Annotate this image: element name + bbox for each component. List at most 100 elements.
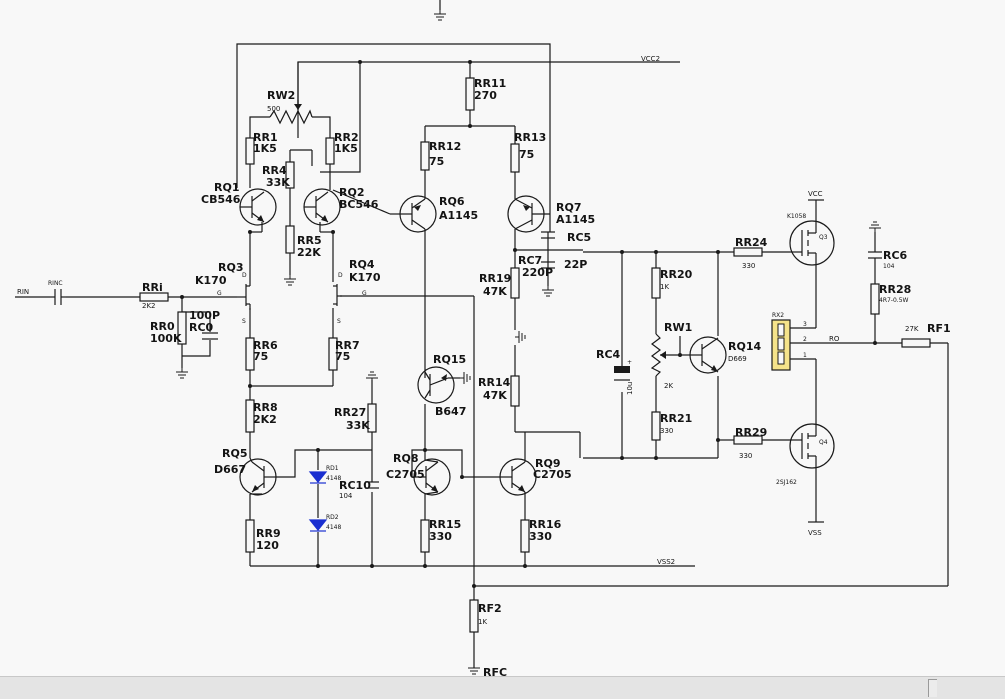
rr14-name: RR14 — [478, 376, 511, 389]
resistor-rr4 — [285, 161, 295, 189]
resistor-rr20 — [651, 267, 661, 299]
rr19-name: RR19 — [479, 272, 511, 285]
rr7-name: RR7 — [335, 339, 360, 352]
rq3-name: RQ3 — [218, 261, 243, 274]
rq5-part: D667 — [214, 463, 246, 476]
resistor-rf1 — [901, 338, 931, 348]
transistor-rq15 — [417, 366, 455, 404]
rq1-part: CB546 — [201, 193, 241, 206]
status-bar-cell — [928, 679, 937, 697]
rr21-name: RR21 — [660, 412, 692, 425]
rq3-part: K170 — [195, 274, 227, 287]
labels: VCC2 VSS2 RIN RO RFC RINC RRi 2K2 RR0 10… — [17, 55, 951, 676]
rr7-value: 75 — [335, 350, 350, 363]
q4-name: Q4 — [819, 439, 828, 446]
trimmer-rw1 — [650, 333, 666, 377]
transistor-rq7 — [507, 190, 550, 233]
diode-rd1 — [308, 471, 328, 484]
resistor-rr12 — [420, 141, 430, 171]
rr24-name: RR24 — [735, 236, 768, 249]
transistor-rq1 — [239, 188, 277, 226]
rr16-name: RR16 — [529, 518, 562, 531]
rr19-value: 47K — [483, 285, 507, 298]
rr2-value: 1K5 — [334, 142, 358, 155]
resistor-rri — [139, 292, 169, 302]
rr1-name: RR1 — [253, 131, 278, 144]
rr24-value: 330 — [742, 262, 755, 270]
net-label-vss2: VSS2 — [657, 558, 675, 566]
rf1-name: RF1 — [927, 322, 951, 335]
q3-name: Q3 — [819, 234, 828, 241]
transistor-rq14 — [689, 336, 727, 374]
rr12-value: 75 — [429, 155, 444, 168]
rr16-value: 330 — [529, 530, 552, 543]
rr0-name: RR0 — [150, 320, 175, 333]
transistor-rq3 — [237, 280, 251, 310]
rc0-value: 100P — [189, 309, 220, 322]
rq4-pin-s: S — [337, 318, 341, 325]
rq6-name: RQ6 — [439, 195, 465, 208]
resistor-rr19 — [510, 267, 520, 299]
rx2-pin1: 1 — [803, 352, 807, 359]
rc6-value: 104 — [883, 263, 895, 270]
capacitor-rc5 — [541, 231, 555, 239]
rq2-name: RQ2 — [339, 186, 364, 199]
rq4-pin-d: D — [338, 272, 343, 279]
rr4-name: RR4 — [262, 164, 287, 177]
rri-name: RRi — [142, 281, 163, 294]
rri-value: 2K2 — [142, 302, 156, 310]
rr29-name: RR29 — [735, 426, 767, 439]
vcc-label: VCC — [808, 190, 823, 198]
q4-part: 2SJ162 — [776, 479, 797, 486]
resistor-rr7 — [328, 337, 338, 371]
net-label-rfc: RFC — [483, 666, 507, 676]
rf2-name: RF2 — [478, 602, 502, 615]
rr13-value: 75 — [519, 148, 534, 161]
rr6-value: 75 — [253, 350, 268, 363]
rr9-name: RR9 — [256, 527, 281, 540]
rf2-value: 1K — [478, 618, 487, 626]
rr6-name: RR6 — [253, 339, 278, 352]
rr14-value: 47K — [483, 389, 507, 402]
transistor-rq4 — [333, 284, 342, 306]
rc4-value: 10u — [626, 382, 634, 395]
diode-rd2 — [308, 519, 328, 532]
rw2-value: 500 — [267, 105, 280, 113]
capacitor-rc6 — [868, 251, 882, 259]
resistor-rr29 — [733, 435, 763, 445]
rr28-name: RR28 — [879, 283, 911, 296]
trimmer-rw2 — [269, 100, 313, 125]
rw2-name: RW2 — [267, 89, 295, 102]
rq9-name: RQ9 — [535, 457, 560, 470]
rr27-value: 33K — [346, 419, 370, 432]
rr21-value: 330 — [660, 427, 673, 435]
rq2-part: BC546 — [339, 198, 379, 211]
rq4-part: K170 — [349, 271, 381, 284]
resistor-rr6 — [245, 337, 255, 371]
rd1-part: 4148 — [326, 475, 341, 482]
rr20-value: 1K — [660, 283, 669, 291]
rq4-pin-g: G — [362, 290, 367, 297]
rr11-name: RR11 — [474, 77, 506, 90]
rr8-value: 2K2 — [253, 413, 277, 426]
rr12-name: RR12 — [429, 140, 461, 153]
capacitor-rc10 — [365, 481, 379, 489]
resistor-rr9 — [245, 519, 255, 553]
schematic-canvas: + — [15, 0, 951, 676]
rr0-value: 100K — [150, 332, 182, 345]
rr5-value: 22K — [297, 246, 321, 259]
rd1-name: RD1 — [326, 465, 339, 472]
rd2-part: 4148 — [326, 524, 341, 531]
rw1-name: RW1 — [664, 321, 692, 334]
net-label-vcc2: VCC2 — [641, 55, 660, 63]
supply-markers — [808, 199, 824, 523]
rq14-part: D669 — [728, 355, 747, 363]
rq9-part: C2705 — [533, 468, 572, 481]
resistor-rr21 — [651, 411, 661, 441]
rr8-name: RR8 — [253, 401, 278, 414]
vss-label: VSS — [808, 529, 822, 537]
rr28-value: 4R7-0.5W — [879, 297, 909, 304]
resistor-rr28 — [870, 283, 880, 315]
transistor-q3 — [789, 220, 835, 266]
rc7-value: 220P — [522, 266, 553, 279]
